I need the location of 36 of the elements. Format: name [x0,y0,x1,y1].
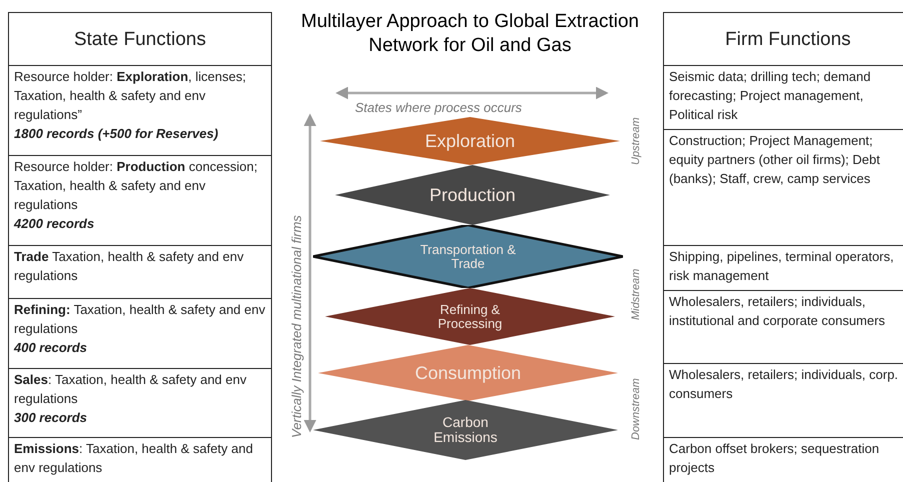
cell-text: Carbon offset brokers; sequestration projects [669,440,880,477]
cell-text: Resource holder: Exploration, licenses; Taxation, health & safety and env regulations” [14,68,247,124]
cell-text: Shipping, pipelines, terminal operators, risk management [669,248,895,285]
record-count: 4200 records [14,215,96,233]
cell-text: Emissions: Taxation, health & safety and env regulations [14,440,254,477]
cell-text: Wholesalers, retailers; individuals, institutional and corporate consumers [669,293,886,330]
table-cell [8,368,272,438]
header-cell: Firm Functions [663,12,903,66]
record-count: 1800 records (+500 for Reserves) [14,125,220,143]
table-cell [8,298,272,369]
cell-text: Seismic data; drilling tech; demand forecasting; Project management, Political risk [669,68,872,124]
stage-label: Midstream [630,268,642,320]
layer-label: Exploration [424,132,516,150]
table-cell [8,155,272,246]
cell-text: Refining: Taxation, health & safety and env regulations [14,301,266,338]
record-count: 400 records [14,339,88,357]
record-count: 300 records [14,409,88,427]
axis-label: States where process occurs [355,100,522,115]
cell-text: Wholesalers, retailers; individuals, corp. consumers [669,366,900,403]
header-cell: State Functions [8,12,272,66]
cell-text: Construction; Project Management; equity partners (other oil firms); Debt (banks); Staff, crew, camp services [669,132,881,188]
layer-label: Production [429,186,516,204]
layer-label: Carbon Emissions [432,415,498,445]
stage-label: Upstream [630,117,642,165]
table-cell [8,245,272,299]
cell-text: Resource holder: Production concession; Taxation, health & safety and env regulations [14,158,258,214]
table-cell [8,65,272,156]
cell-text: Sales: Taxation, health & safety and env regulations [14,371,248,408]
layer-label: Transportation & Trade [419,242,517,270]
axis-label: Vertically Integrated multinational firms [289,215,304,438]
layer-label: Refining & Processing [436,302,504,330]
table-cell [8,437,272,482]
layer-label: Consumption [414,364,522,382]
cell-text: Trade Taxation, health & safety and env regulations [14,248,245,285]
stage-label: Downstream [630,378,642,440]
diagram-title: Multilayer Approach to Global Extraction Network for Oil and Gas [300,10,640,58]
